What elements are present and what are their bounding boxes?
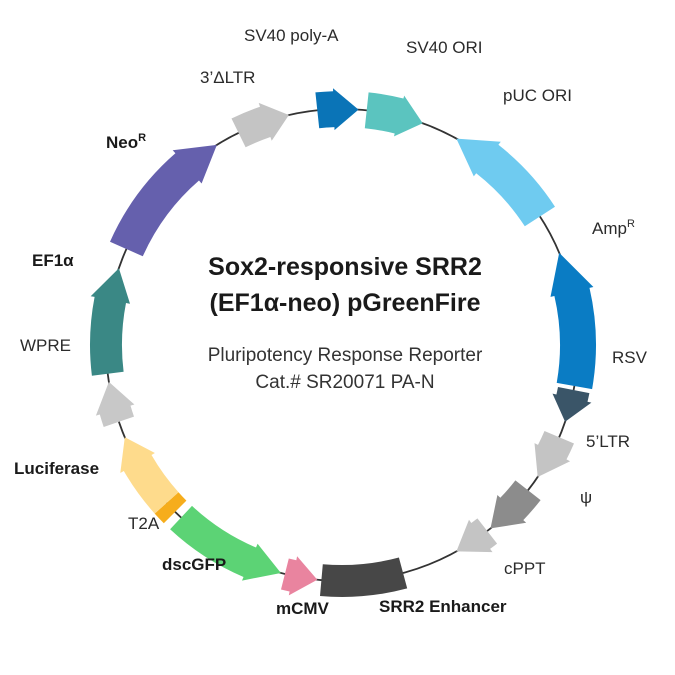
label-t2a: T2A	[128, 514, 160, 533]
label-wpre: WPRE	[20, 336, 71, 355]
label-mcmv: mCMV	[276, 599, 330, 618]
label-neo: NeoR	[106, 132, 146, 152]
cppt-arrow	[456, 518, 498, 553]
label-ef1a: EF1α	[32, 251, 74, 270]
wpre-arrow	[95, 381, 135, 427]
neo-resistance-arrow	[110, 144, 217, 257]
label-psi: ψ	[580, 488, 592, 507]
label-puc-ori: pUC ORI	[503, 86, 572, 105]
label-luciferase: Luciferase	[14, 459, 99, 478]
label-3ltr: 3’ΔLTR	[200, 68, 255, 87]
title-line-2: (EF1α-neo) pGreenFire	[210, 289, 481, 317]
luciferase-arrow	[120, 437, 179, 514]
subtitle-line-1: Pluripotency Response Reporter	[208, 345, 483, 366]
mcmv-promoter-arrow	[281, 556, 318, 596]
t2a-block	[154, 492, 187, 524]
label-dscgfp: dscGFP	[162, 555, 226, 574]
sv40-ori-arrow	[364, 92, 423, 137]
label-amp: AmpR	[592, 218, 635, 238]
label-srr2-enhancer: SRR2 Enhancer	[379, 597, 507, 616]
label-rsv: RSV	[612, 348, 648, 367]
ef1a-promoter-arrow	[90, 268, 130, 376]
ltr5-arrow	[534, 431, 574, 477]
puc-ori-arrow	[456, 138, 555, 227]
ltr3-arrow	[231, 102, 289, 148]
subtitle-line-2: Cat.# SR20071 PA-N	[255, 372, 434, 393]
rsv-promoter-arrow	[552, 387, 592, 422]
sv40-polya-arrow	[315, 88, 359, 131]
dscgfp-arrow	[170, 505, 281, 581]
label-sv40-ori: SV40 ORI	[406, 38, 483, 57]
label-5ltr: 5’LTR	[586, 432, 630, 451]
amp-resistance-arrow	[550, 252, 596, 390]
label-sv40-polya: SV40 poly-A	[244, 26, 339, 45]
srr2-enhancer-block	[320, 557, 408, 597]
title-line-1: Sox2-responsive SRR2	[208, 253, 482, 281]
label-cppt: cPPT	[504, 559, 546, 578]
psi-arrow	[490, 480, 541, 529]
